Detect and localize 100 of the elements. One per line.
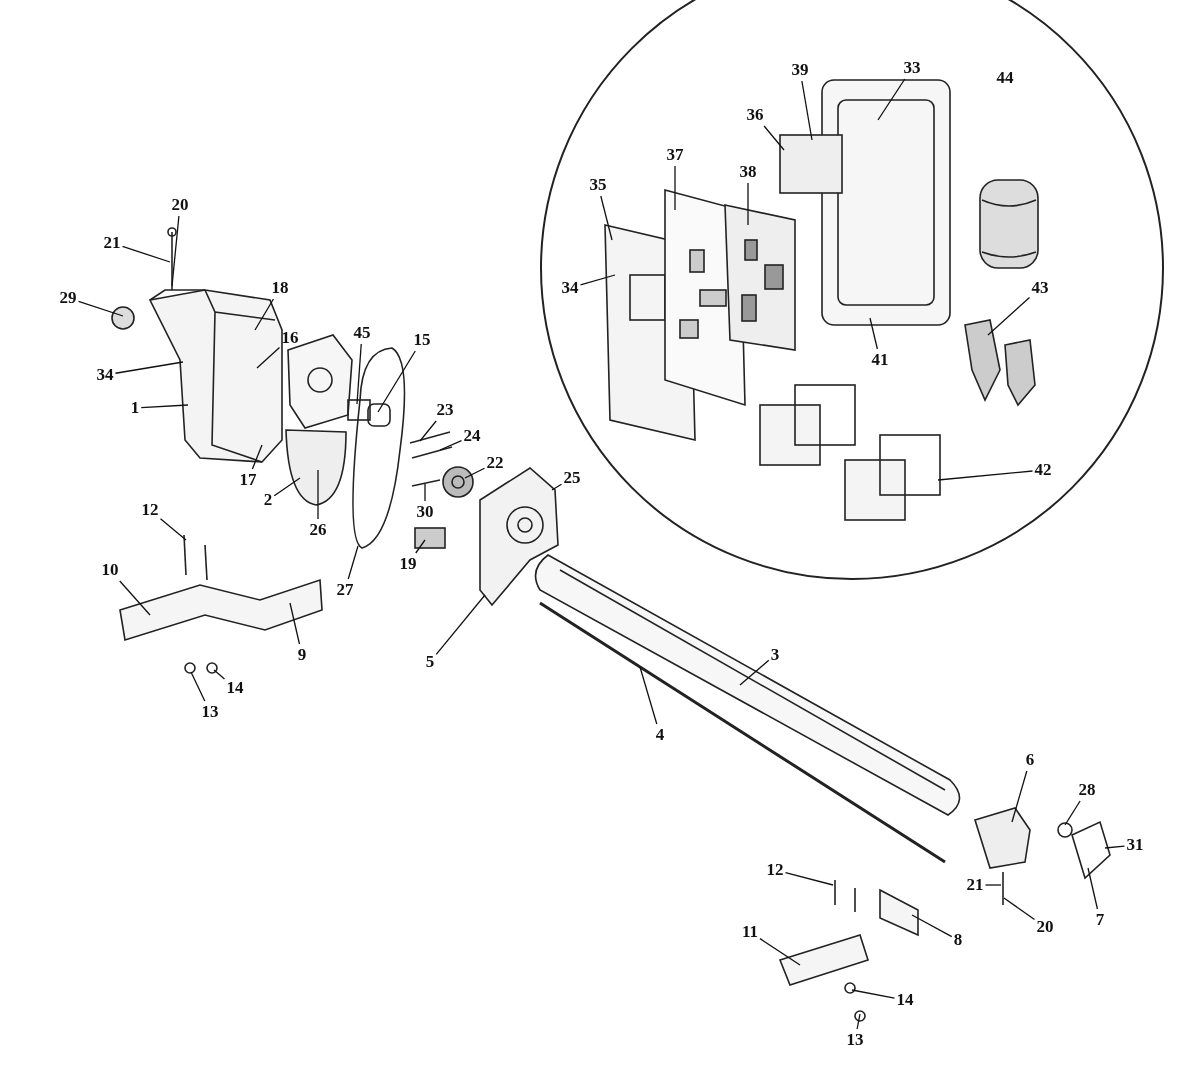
callout-number: 42 — [1034, 461, 1052, 479]
leader-line — [987, 296, 1031, 336]
callout-number: 8 — [953, 931, 963, 949]
bearing-drawing — [442, 466, 474, 498]
callout-number: 29 — [59, 289, 77, 307]
leader-line — [851, 989, 896, 999]
leader-line — [856, 1013, 861, 1030]
block-drawing — [414, 527, 446, 549]
leader-line — [464, 467, 486, 479]
leader-line — [415, 539, 426, 554]
shaft-coupling-drawing — [347, 399, 391, 427]
leader-line — [877, 78, 906, 121]
callout-number: 10 — [101, 561, 119, 579]
leader-line — [763, 125, 785, 151]
leader-line — [1003, 897, 1036, 921]
leader-line — [356, 343, 362, 405]
callout-number: 35 — [589, 176, 607, 194]
leader-line — [121, 245, 171, 263]
callout-number: 12 — [141, 501, 159, 519]
leader-line — [213, 669, 226, 680]
leader-line — [435, 594, 486, 656]
callout-number: 28 — [1078, 781, 1096, 799]
callout-number: 21 — [103, 234, 121, 252]
leader-line — [759, 937, 801, 966]
rear-bracket-drawing — [778, 879, 919, 986]
leader-line — [937, 470, 1034, 481]
leader-line — [439, 439, 463, 451]
callout-number: 14 — [896, 991, 914, 1009]
leader-line — [114, 361, 184, 374]
leader-line — [911, 914, 953, 938]
callout-number: 20 — [171, 196, 189, 214]
nut-drawing — [184, 662, 218, 674]
callout-number: 13 — [846, 1031, 864, 1049]
leader-line — [419, 420, 437, 442]
callout-number: 36 — [746, 106, 764, 124]
callout-number: 33 — [903, 59, 921, 77]
callout-number: 1 — [130, 399, 140, 417]
leader-line — [347, 545, 359, 580]
leader-line — [251, 444, 263, 470]
callout-number: 45 — [353, 324, 371, 342]
callout-number: 37 — [666, 146, 684, 164]
leader-line — [190, 671, 206, 702]
callout-number: 34 — [561, 279, 579, 297]
leader-line — [273, 477, 301, 497]
callout-number: 12 — [766, 861, 784, 879]
leader-line — [984, 884, 1002, 886]
callout-number: 4 — [655, 726, 665, 744]
callout-number: 14 — [226, 679, 244, 697]
mounting-bracket-drawing — [119, 534, 323, 642]
leader-line — [600, 195, 613, 241]
pin-drawing — [409, 431, 453, 487]
callout-number: 30 — [416, 503, 434, 521]
callout-number: 39 — [791, 61, 809, 79]
callout-number: 43 — [1031, 279, 1049, 297]
leader-line — [784, 872, 834, 886]
leader-line — [1064, 800, 1081, 826]
circuit-board-drawing — [724, 204, 796, 351]
leader-line — [77, 300, 124, 317]
actuator-tube-drawing — [534, 554, 961, 864]
callout-number: 41 — [871, 351, 889, 369]
photocell-drawing — [759, 384, 941, 521]
leader-line — [424, 483, 426, 502]
leader-line — [579, 274, 616, 286]
callout-number: 5 — [425, 653, 435, 671]
callout-number: 6 — [1025, 751, 1035, 769]
nut-drawing — [844, 982, 866, 1022]
callout-number: 38 — [739, 163, 757, 181]
callout-number: 44 — [996, 69, 1014, 87]
callout-number: 34 — [96, 366, 114, 384]
leader-line — [639, 666, 658, 725]
callout-number: 17 — [239, 471, 257, 489]
leader-line — [159, 518, 187, 541]
callout-number: 25 — [563, 469, 581, 487]
leader-line — [377, 350, 416, 413]
leader-line — [1087, 867, 1099, 910]
callout-number: 16 — [281, 329, 299, 347]
callout-number: 21 — [966, 876, 984, 894]
callout-number: 7 — [1095, 911, 1105, 929]
leader-line — [171, 215, 180, 287]
callout-number: 15 — [413, 331, 431, 349]
callout-number: 13 — [201, 703, 219, 721]
callout-number: 19 — [399, 555, 417, 573]
control-box-drawing — [779, 79, 951, 326]
battery-drawing — [979, 179, 1039, 269]
callout-number: 11 — [741, 923, 759, 941]
leader-line — [747, 182, 749, 226]
leader-line — [140, 404, 189, 409]
remote-control-drawing — [964, 319, 1036, 407]
gearbox-cover-drawing — [479, 467, 559, 607]
callout-number: 24 — [463, 427, 481, 445]
motor-gearbox-drawing — [285, 334, 353, 506]
leader-line — [256, 346, 281, 369]
callout-number: 9 — [297, 646, 307, 664]
callout-number: 31 — [1126, 836, 1144, 854]
leader-line — [289, 602, 301, 645]
callout-number: 26 — [309, 521, 327, 539]
leader-line — [1011, 770, 1028, 823]
inset-circle — [540, 0, 1164, 580]
leader-line — [551, 483, 563, 491]
callout-number: 22 — [486, 454, 504, 472]
